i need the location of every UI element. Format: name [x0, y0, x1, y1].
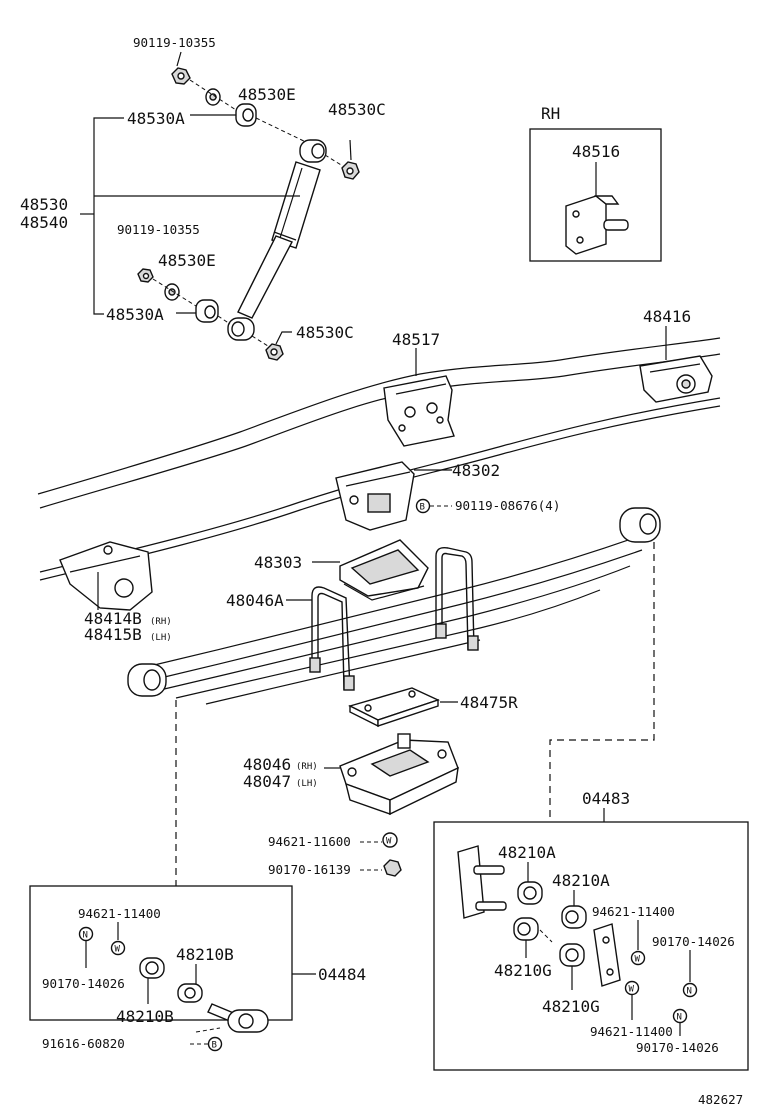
right-nut-2-badge [672, 1008, 688, 1024]
bracket-rh-part [565, 195, 629, 255]
left-bolt-badge [207, 1036, 223, 1052]
label-bush-e-top: 48530E [238, 85, 296, 104]
label-washer-mid: 94621-11600 [268, 834, 351, 849]
left-bush-2-part [177, 983, 203, 1003]
right-bush-a2-part [561, 905, 587, 929]
label-seat-lower-2-side: (LH) [296, 779, 318, 789]
label-right-bush-g2: 48210G [542, 997, 600, 1016]
label-seat-lower-2: 48047 [243, 772, 291, 791]
label-bush-a-top: 48530A [127, 109, 185, 128]
label-left-nut-badge: N [83, 931, 88, 941]
label-nut-c-bottom: 48530C [296, 323, 354, 342]
right-nut-1-badge [682, 982, 698, 998]
kit-04483-box: 04483 48210A 48210A 48210G [433, 789, 749, 1071]
right-washer-1-badge [630, 950, 646, 966]
bracket-48517-part [383, 375, 455, 447]
label-nut-c-top: 48530C [328, 100, 386, 119]
label-rh: RH [541, 104, 560, 123]
left-bush-part [139, 957, 165, 979]
label-left-washer: 94621-11400 [78, 906, 161, 921]
label-bush-a-bottom: 48530A [106, 305, 164, 324]
label-left-washer-badge: W [115, 945, 121, 955]
label-seat-lower-1: 48046 [243, 755, 291, 774]
figure-id: 482627 [698, 1092, 743, 1107]
right-side-plate-part [593, 923, 621, 987]
hanger-front-part [59, 541, 153, 611]
left-washer-badge [110, 940, 126, 956]
hanger-48416-part [639, 355, 713, 403]
label-bracket-rh: 48516 [572, 142, 620, 161]
label-left-bolt: 91616-60820 [42, 1036, 125, 1051]
nut-mid-part [383, 859, 402, 877]
leaf-spring [127, 507, 661, 705]
bush-a-bottom-part [195, 299, 219, 323]
label-right-bush-g1: 48210G [494, 961, 552, 980]
label-hanger-front-2: 48415B [84, 625, 142, 644]
seat-lower-part [339, 733, 459, 816]
kit-04484-box: 04484 94621-11400 N W 90170-14026 48210B… [29, 885, 366, 1052]
bolt-mid-part [137, 268, 154, 283]
label-right-nut-2-badge: N [677, 1013, 682, 1023]
label-ubolt: 48046A [226, 591, 284, 610]
label-hanger-front-1-side: (RH) [150, 617, 172, 627]
nut-c-bottom-part [265, 343, 284, 361]
left-nut-badge [78, 926, 94, 942]
label-absorber-2: 48540 [20, 213, 68, 232]
label-bush-e-mid: 48530E [158, 251, 216, 270]
label-left-bush-1: 48210B [176, 945, 234, 964]
absorber-body [237, 161, 321, 319]
label-bolt-48302-badge: B [420, 503, 425, 513]
right-bush-g2-part [559, 943, 585, 967]
bolt-top-part [171, 67, 191, 85]
label-right-nut-1-badge: N [687, 987, 692, 997]
label-bracket-48517: 48517 [392, 330, 440, 349]
plate-48475r-part [348, 687, 440, 728]
label-bolt-48302: 90119-08676(4) [455, 498, 560, 513]
rh-inset: RH 48516 [529, 104, 662, 262]
label-right-washer-2-badge: W [629, 985, 635, 995]
label-absorber-1: 48530 [20, 195, 68, 214]
washer-mid-badge [382, 832, 398, 848]
label-hanger-front-1: 48414B [84, 609, 142, 628]
label-bolt-mid: 90119-10355 [117, 222, 200, 237]
label-hanger-front-2-side: (LH) [150, 633, 172, 643]
label-seat-48303: 48303 [254, 553, 302, 572]
right-bush-a1-part [517, 881, 543, 905]
absorber-bottom-eye [227, 317, 255, 341]
right-bush-g1-part [513, 917, 539, 941]
label-seat-lower-1-side: (RH) [296, 762, 318, 772]
bolt-48302-badge [415, 498, 431, 514]
label-bumper-48302: 48302 [452, 461, 500, 480]
label-right-bush-a1: 48210A [498, 843, 556, 862]
bush-a-top-part [235, 103, 257, 127]
label-bolt-top: 90119-10355 [133, 35, 216, 50]
nut-c-top-part [341, 161, 360, 180]
label-washer-mid-badge: W [386, 837, 392, 847]
label-left-nut: 90170-14026 [42, 976, 125, 991]
right-washer-2-badge [624, 980, 640, 996]
label-left-bolt-badge: B [212, 1041, 217, 1051]
right-plate-part [457, 845, 507, 919]
label-hanger-48416: 48416 [643, 307, 691, 326]
absorber-top-eye [299, 139, 327, 163]
label-right-nut-2: 90170-14026 [636, 1040, 719, 1055]
label-right-washer-2: 94621-11400 [590, 1024, 673, 1039]
left-bolt-part [207, 1003, 269, 1033]
bumper-48302-part [335, 461, 415, 531]
label-right-nut-1: 90170-14026 [652, 934, 735, 949]
label-kit-04483: 04483 [582, 789, 630, 808]
label-plate-48475r: 48475R [460, 693, 518, 712]
label-nut-mid: 90170-16139 [268, 862, 351, 877]
ubolt-part [309, 546, 479, 691]
shock-absorber-group [80, 51, 360, 361]
label-left-bush-2: 48210B [116, 1007, 174, 1026]
label-right-washer-1-badge: W [635, 955, 641, 965]
label-right-bush-a2: 48210A [552, 871, 610, 890]
seat-48303-part [339, 539, 429, 601]
label-right-washer-1: 94621-11400 [592, 904, 675, 919]
label-kit-04484: 04484 [318, 965, 366, 984]
